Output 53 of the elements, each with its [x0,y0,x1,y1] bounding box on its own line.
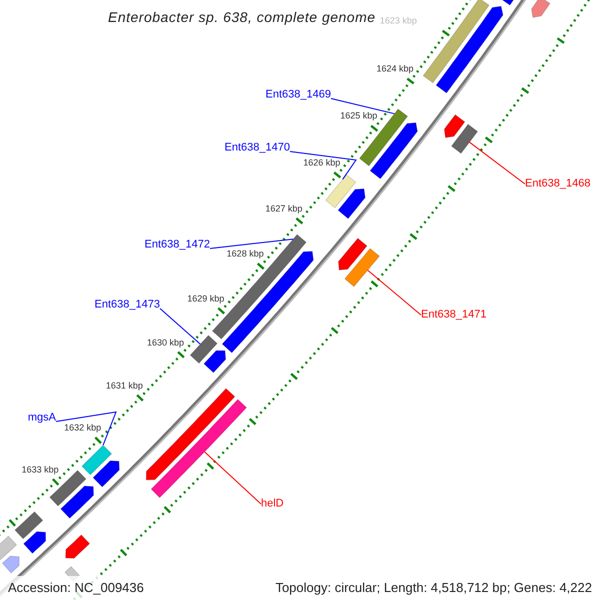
gene-label: Ent638_1471 [421,308,486,322]
title: Enterobacter sp. 638, complete genome [108,9,376,26]
tick-label: 1624 kbp [376,64,414,74]
leader-line [290,151,357,180]
gene-label: Ent638_1468 [525,178,590,190]
gene-label: Ent638_1470 [224,142,290,154]
tick-label: 1630 kbp [146,337,184,348]
gene-feature-pointed [203,350,226,374]
leader-line [330,98,395,114]
gene-feature [14,511,44,540]
tick-label: 1627 kbp [265,203,302,214]
genome-stats-text: Topology: circular; Length: 4,518,712 bp; Genes: 4,222 [275,579,592,598]
gene-feature [344,248,380,288]
leader-line [204,451,262,504]
gene-feature [190,334,218,364]
gene-feature-pointed [146,388,236,480]
tick-label: 1632 kbp [64,422,102,434]
gene-feature-pointed [65,534,90,558]
gene-feature-pointed [338,238,368,270]
gene-feature-pointed [436,6,504,94]
gene-feature [212,234,307,340]
tick-label: 1631 kbp [106,380,143,392]
gene-feature [81,444,112,476]
gene-feature [325,174,356,208]
gene-label: Ent638_1472 [144,238,210,252]
gene-feature-pointed [23,531,46,554]
gene-feature-pointed [370,122,418,180]
accession-text: Accession: NC_009436 [8,579,144,598]
tick-label: 1633 kbp [22,464,59,476]
leader-line [367,270,422,316]
gene-feature [451,124,478,154]
tick-label: 1628 kbp [226,248,264,260]
gene-feature-pointed [338,188,366,220]
tick-label: 1629 kbp [187,293,224,304]
tick-label: 1625 kbp [340,110,378,122]
tick-label: 1623 kbp [380,16,417,27]
gene-feature-pointed [444,114,466,138]
gene-feature [150,398,247,498]
gene-feature-pointed [92,460,120,488]
leader-line [160,308,201,345]
gene-label: Ent638_1473 [94,298,160,312]
gene-feature-pointed [531,0,550,18]
gene-feature-pointed [60,486,94,519]
gene-feature [359,108,408,166]
gene-feature [422,0,490,84]
gene-label: Ent638_1469 [266,88,331,102]
gene-label: helD [261,498,284,510]
leader-line [56,411,117,446]
gene-label: mgsA [28,412,56,424]
gene-feature-pointed [2,556,20,574]
leader-line [210,238,294,249]
leader-line [469,142,526,184]
tick-label: 1626 kbp [303,157,340,168]
